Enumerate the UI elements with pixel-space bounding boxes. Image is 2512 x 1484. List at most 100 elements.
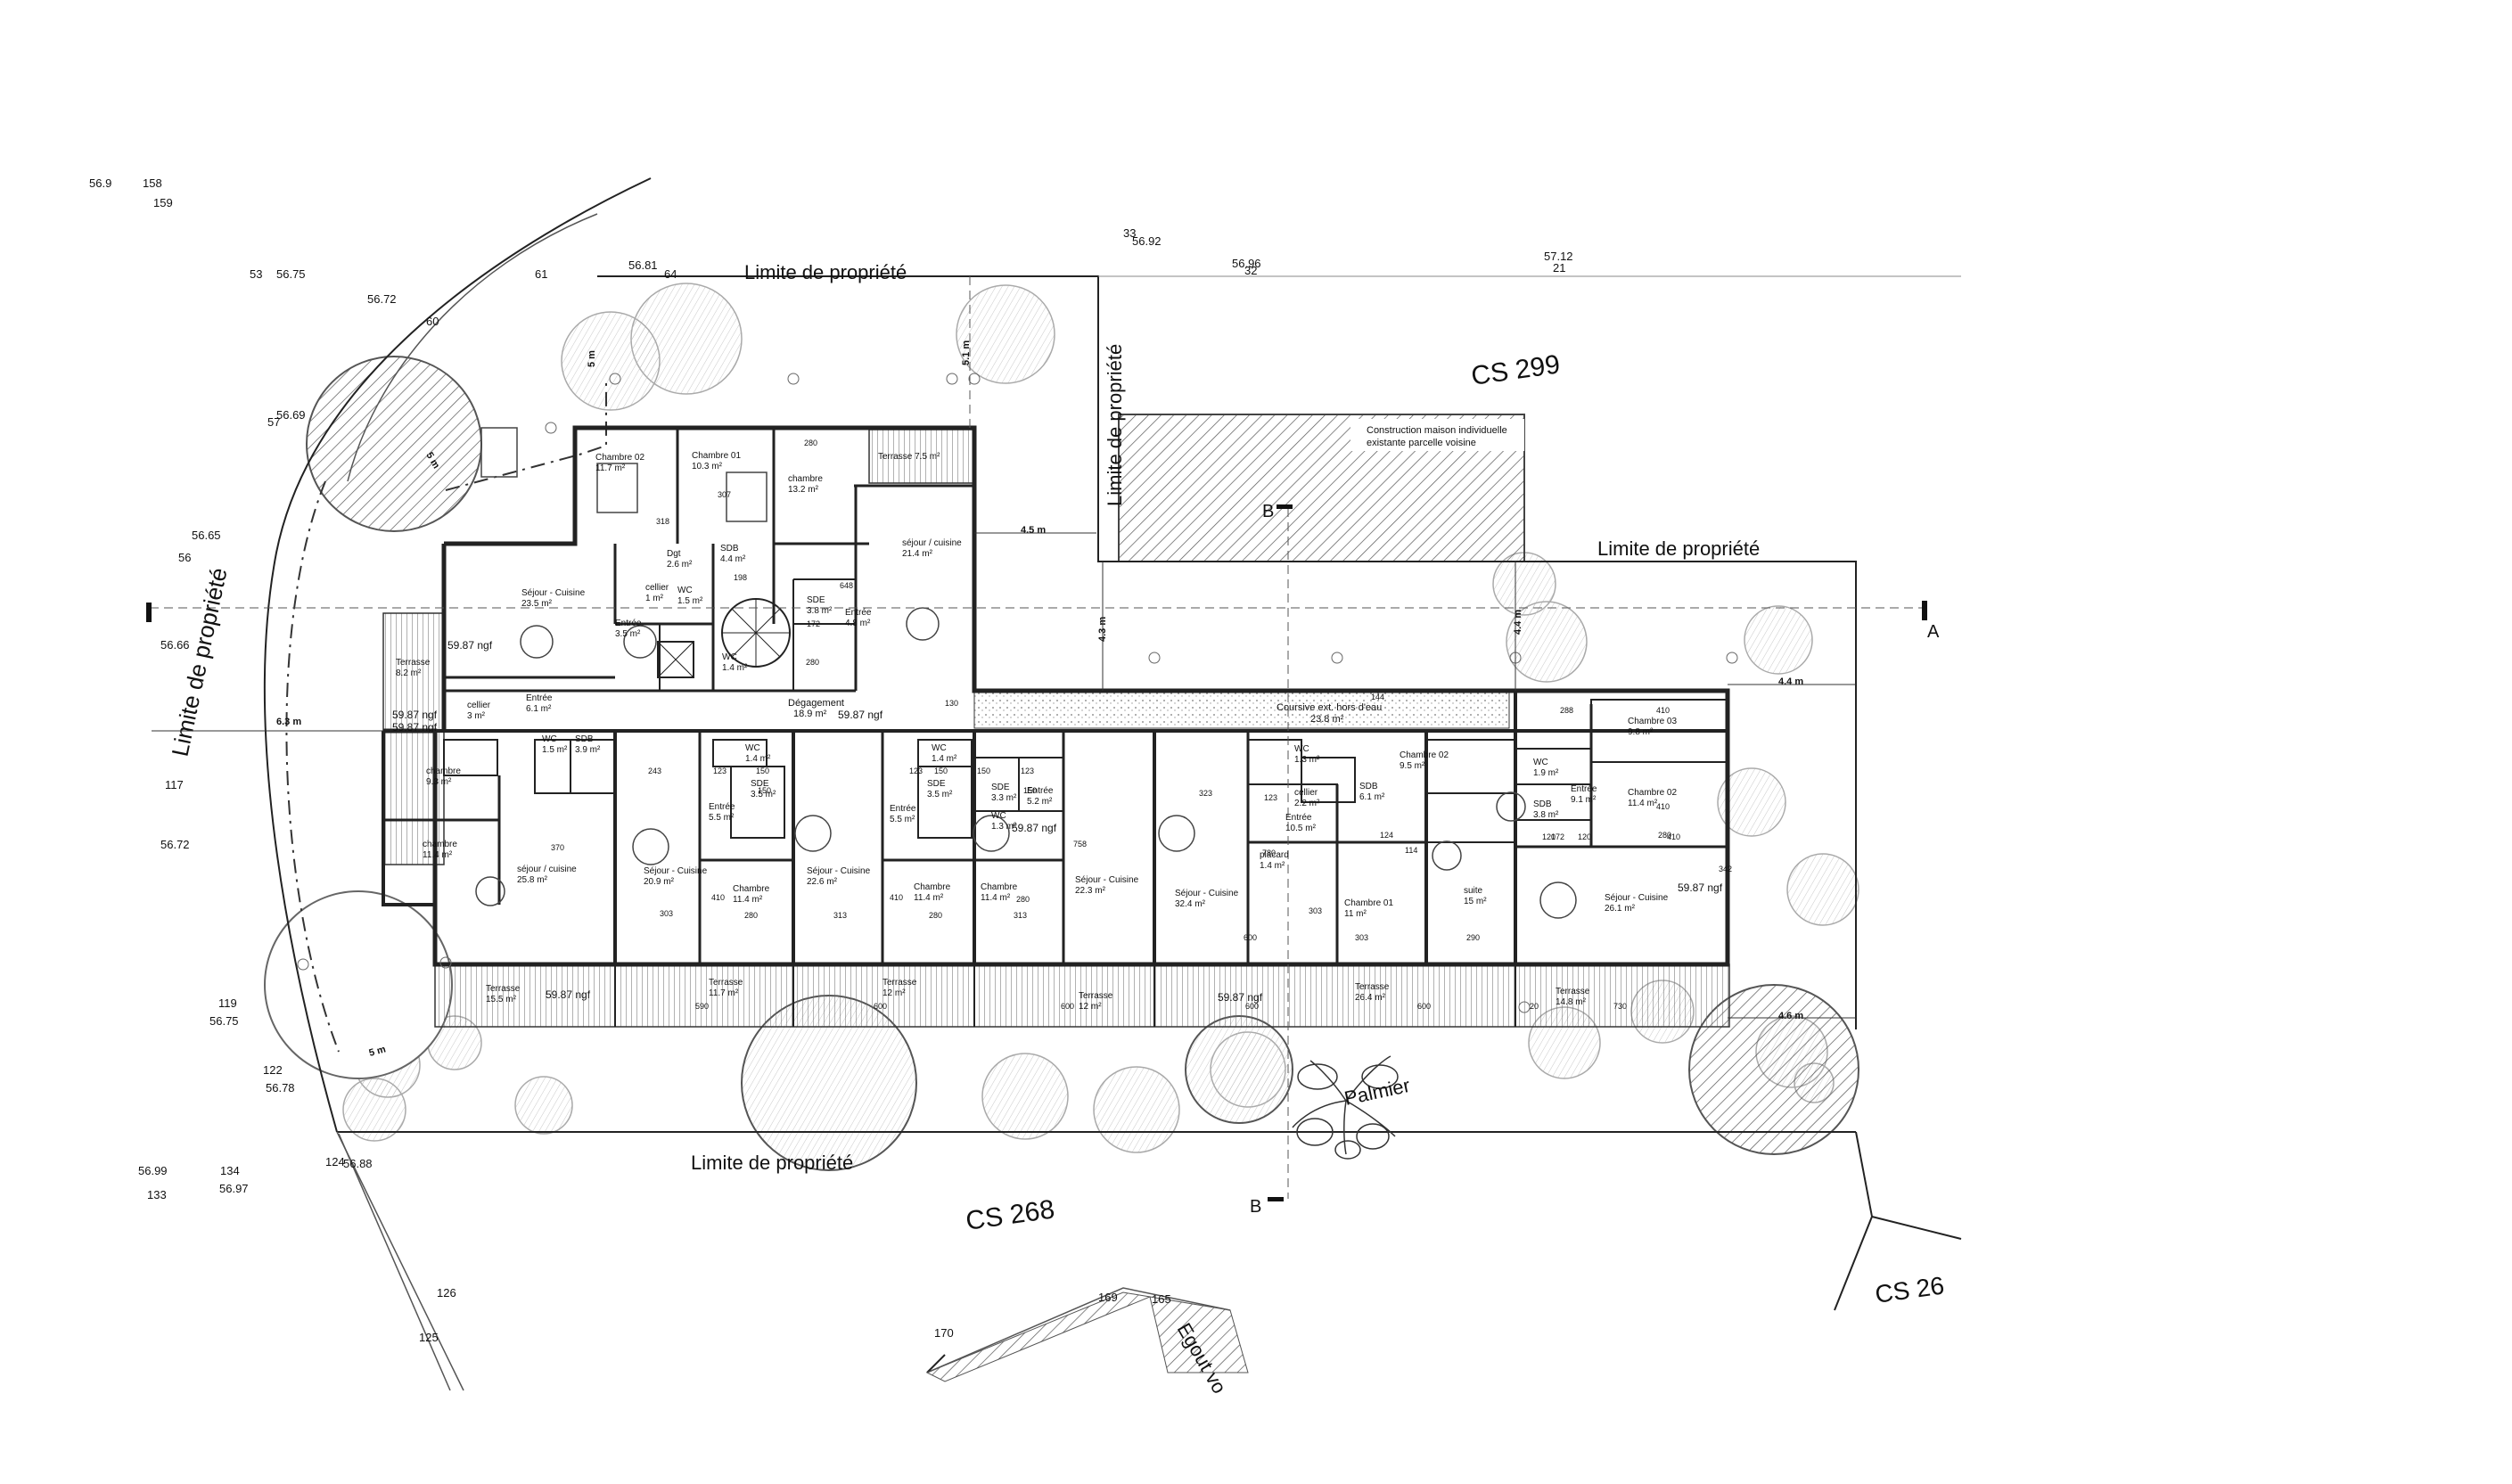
room-name: Chambre [981,882,1018,892]
room-dimension: 303 [1309,906,1322,915]
coursive-area: 23.8 m² [1310,714,1344,725]
room-area: 4.8 m² [845,619,871,628]
room-area: 26.4 m² [1355,993,1386,1003]
room-area: 6.1 m² [1359,792,1385,802]
room-name: WC [745,743,760,753]
room-area: 11 m² [1344,909,1367,919]
room-area: 1.4 m² [722,663,748,673]
room-name: Chambre 03 [1628,717,1677,726]
palm-icon [1292,1055,1399,1160]
survey-point-label: 56.81 [628,258,658,272]
room-dimension: 123 [713,767,727,775]
room-dimension: 313 [833,911,847,920]
svg-text:4.6 m: 4.6 m [1778,1011,1803,1021]
room-name: séjour / cuisine [902,538,962,548]
room-dimension: 280 [804,439,817,447]
room-area: 3.8 m² [1533,810,1559,820]
room-dimension: 303 [1355,933,1368,942]
survey-point-label: 56.9 [89,176,111,190]
room-dimension: 123 [909,767,923,775]
room-area: 12 m² [1079,1002,1102,1012]
room-dimension: 150 [934,767,948,775]
svg-text:5 m: 5 m [368,1044,388,1059]
room-name: Entrée [1571,784,1597,794]
room-name: Terrasse 7.5 m² [878,452,940,462]
room-dimension: 120 [1542,832,1556,841]
section-b-bottom-label: B [1250,1197,1261,1217]
room-name: Terrasse [882,978,917,988]
section-a-label: A [1927,622,1940,642]
survey-point-label: 61 [535,267,547,281]
room-area: 1.4 m² [932,754,957,764]
room-name: Chambre 02 [595,453,644,463]
room-area: 3.8 m² [807,606,833,616]
prop-limit-bottom: Limite de propriété [691,1152,853,1174]
room-area: 10.3 m² [692,462,723,471]
svg-text:4.4 m: 4.4 m [1513,610,1523,635]
room-area: 11.4 m² [981,893,1011,903]
room-dimension: 600 [874,1002,887,1011]
prop-limit-left: Limite de propriété [167,565,233,758]
svg-text:59.87 ngf: 59.87 ngf [392,721,438,734]
room-name: Chambre 02 [1400,750,1449,760]
survey-point-label: 169 [1098,1291,1118,1304]
room-dimension: 144 [1371,693,1384,701]
room-dimension: 280 [806,658,819,667]
survey-point-label: 56.88 [343,1157,373,1170]
room-name: WC [1294,744,1309,754]
survey-point-label: 56.97 [219,1182,249,1195]
room-name: Chambre 02 [1628,788,1677,798]
room-area: 32.4 m² [1175,899,1206,909]
room-name: Chambre [914,882,951,892]
svg-text:59.87 ngf: 59.87 ngf [1012,822,1057,834]
section-b-top-label: B [1262,502,1274,521]
room-dimension: 150 [758,786,771,795]
room-area: 3.5 m² [751,790,776,799]
svg-text:59.87 ngf: 59.87 ngf [392,709,438,721]
survey-point-label: 56.72 [367,292,397,306]
room-dimension: 172 [1551,832,1564,841]
room-dimension: 172 [807,619,820,628]
svg-text:5 m: 5 m [587,350,597,367]
neighbor-house-line2: existante parcelle voisine [1367,438,1476,448]
axis-markers [297,373,1738,1013]
room-name: SDB [720,544,739,553]
survey-point-label: 56.65 [192,529,221,542]
room-dimension: 758 [1073,840,1087,849]
room-name: chambre [788,474,823,484]
degagement-label: Dégagement [788,698,844,709]
room-area: 4.4 m² [720,554,746,564]
svg-text:5.1 m: 5.1 m [961,340,972,365]
section-lines [150,276,1925,1199]
survey-point-label: 133 [147,1188,167,1201]
room-dimension: 243 [648,767,661,775]
room-area: 11.4 m² [914,893,944,903]
room-name: Entrée [526,693,553,703]
room-name: WC [932,743,947,753]
room-area: 1.9 m² [1533,768,1559,778]
survey-point-label: 53 [250,267,262,281]
room-name: Entrée [845,608,872,618]
room-area: 5.5 m² [709,813,735,823]
furniture [475,427,1577,919]
room-name: SDE [807,595,825,605]
room-name: chambre [423,840,457,849]
room-area: 15 m² [1464,897,1487,906]
room-name: SDE [751,779,769,789]
survey-point-label: 56.78 [266,1081,295,1095]
svg-text:6.3 m: 6.3 m [276,717,301,727]
room-area: 5.2 m² [1027,797,1053,807]
room-area: 22.3 m² [1075,886,1106,896]
room-dimension: 410 [1667,832,1680,841]
room-name: Terrasse [709,978,743,988]
room-area: 11.4 m² [1628,799,1658,808]
svg-text:59.87 ngf: 59.87 ngf [447,639,493,652]
room-name: WC [1533,758,1548,767]
room-name: Terrasse [1355,982,1390,992]
room-name: Terrasse [1079,991,1113,1001]
room-dimension: 303 [660,909,673,918]
prop-limit-top: Limite de propriété [744,261,907,283]
room-dimension: 410 [1656,706,1670,715]
property-lines [263,177,1962,1391]
